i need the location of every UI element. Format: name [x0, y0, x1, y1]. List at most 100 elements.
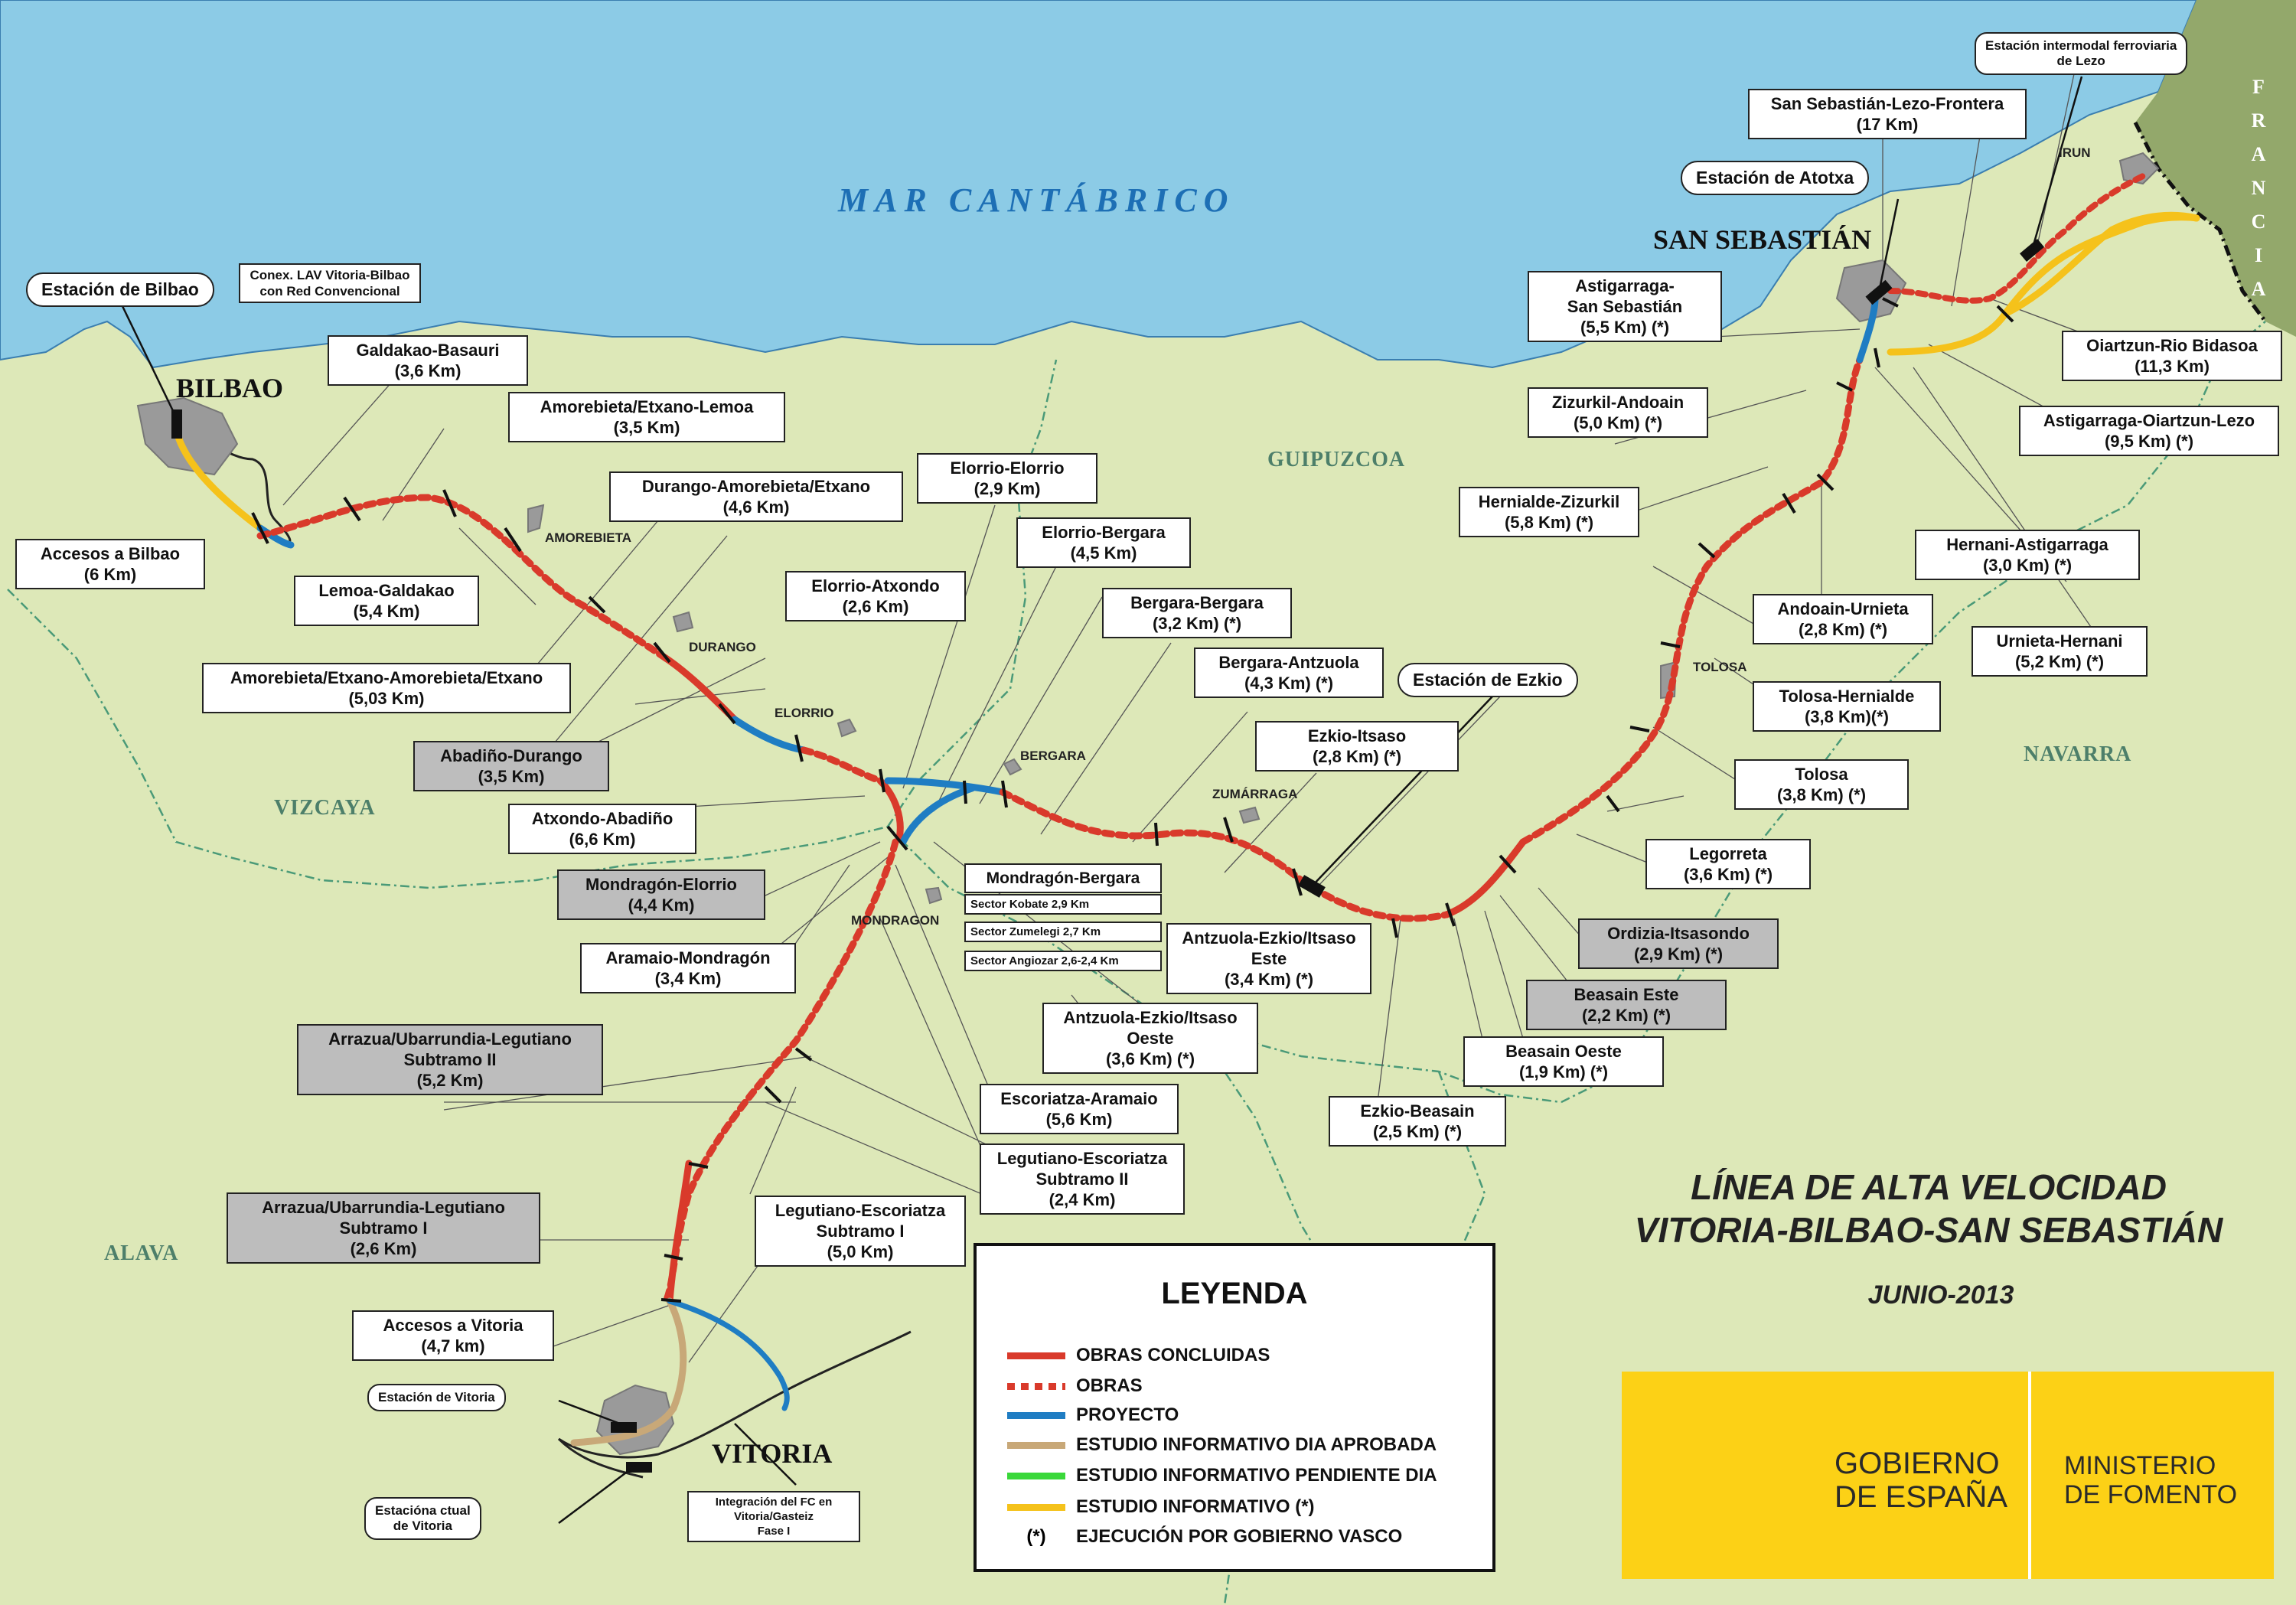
town-elorrio: ELORRIO — [775, 706, 834, 720]
legend-item: ESTUDIO INFORMATIVO PENDIENTE DIA — [1007, 1464, 1437, 1487]
label-sector-kobate: Sector Kobate 2,9 Km — [964, 894, 1162, 915]
label-beasain-este: Beasain Este (2,2 Km) (*) — [1526, 980, 1727, 1030]
label-astigarraga-oiartzun: Astigarraga-Oiartzun-Lezo (9,5 Km) (*) — [2019, 406, 2279, 456]
station-vitoria-actual: Estacióna ctual de Vitoria — [364, 1497, 481, 1540]
town-durango: DURANGO — [689, 640, 756, 654]
government-logo: GOBIERNO DE ESPAÑA MINISTERIO DE FOMENTO — [1622, 1372, 2274, 1579]
legend-label: EJECUCIÓN POR GOBIERNO VASCO — [1076, 1526, 1403, 1547]
label-sector-zumelegi: Sector Zumelegi 2,7 Km — [964, 922, 1162, 942]
route-ss-obras — [1887, 173, 2146, 304]
route-obras-2 — [800, 746, 884, 785]
label-zizurkil-andoain: Zizurkil-Andoain (5,0 Km) (*) — [1528, 387, 1708, 438]
route-proyecto-2 — [884, 777, 1006, 796]
legend-item: OBRAS CONCLUIDAS — [1007, 1344, 1270, 1367]
legend-title: LEYENDA — [1161, 1277, 1308, 1310]
label-legutiano-escoriatza-ii: Legutiano-Escoriatza Subtramo II (2,4 Km… — [980, 1143, 1185, 1215]
legend-label: ESTUDIO INFORMATIVO PENDIENTE DIA — [1076, 1465, 1437, 1486]
label-tolosa-hernialde: Tolosa-Hernialde (3,8 Km)(*) — [1753, 681, 1941, 732]
legend-item: (*) EJECUCIÓN POR GOBIERNO VASCO — [1007, 1525, 1402, 1548]
station-bilbao: Estación de Bilbao — [26, 272, 214, 307]
route-concluidas-2 — [876, 777, 904, 842]
city-bilbao: BILBAO — [176, 373, 284, 403]
legend-swatch — [1007, 1503, 1065, 1511]
route-obras-1 — [256, 494, 670, 662]
route-concluidas-3 — [1443, 838, 1527, 918]
border-france — [2133, 121, 2267, 323]
label-arrazua-ii: Arrazua/Ubarrundia-Legutiano Subtramo II… — [297, 1024, 603, 1095]
title-date: JUNIO-2013 — [1867, 1280, 2014, 1310]
rail-route — [172, 173, 2200, 1447]
route-ss-yellow-2 — [2001, 211, 2200, 318]
legend-item: ESTUDIO INFORMATIVO (*) — [1007, 1496, 1315, 1519]
legend-label: ESTUDIO INFORMATIVO (*) — [1076, 1496, 1315, 1517]
station-vitoria: Estación de Vitoria — [367, 1384, 506, 1411]
route-aprobada — [570, 1297, 687, 1447]
label-elorrio-bergara: Elorrio-Bergara (4,5 Km) — [1016, 517, 1191, 568]
region-alava: ALAVA — [104, 1241, 179, 1265]
label-escoriatza-aramaio: Escoriatza-Aramaio (5,6 Km) — [980, 1084, 1179, 1134]
label-urnieta-hernani: Urnieta-Hernani (5,2 Km) (*) — [1971, 626, 2148, 677]
legend-label: OBRAS CONCLUIDAS — [1076, 1345, 1270, 1365]
route-ss-blue — [1856, 295, 1879, 364]
label-astigarraga-ss: Astigarraga- San Sebastián (5,5 Km) (*) — [1528, 271, 1722, 342]
town-irun: IRUN — [2059, 145, 2091, 160]
route-proyecto-1 — [731, 716, 807, 754]
label-integracion: Integración del FC en Vitoria/Gasteiz Fa… — [687, 1491, 860, 1542]
label-antzuola-este: Antzuola-Ezkio/Itsaso Este (3,4 Km) (*) — [1166, 923, 1371, 994]
route-bilbao-yellow — [172, 425, 264, 532]
legend-swatch — [1007, 1441, 1065, 1449]
label-antzuola-oeste: Antzuola-Ezkio/Itsaso Oeste (3,6 Km) (*) — [1042, 1003, 1258, 1074]
town-zumarraga: ZUMÁRRAGA — [1212, 787, 1298, 801]
label-durango-amorebieta: Durango-Amorebieta/Etxano (4,6 Km) — [609, 471, 903, 522]
legend-swatch — [1007, 1472, 1065, 1479]
route-proyecto-vitoria — [667, 1298, 790, 1411]
station-atotxa: Estación de Atotxa — [1681, 161, 1870, 195]
gobierno-text: GOBIERNO DE ESPAÑA — [1835, 1447, 2007, 1514]
legend-item: PROYECTO — [1007, 1404, 1179, 1427]
route-obras-5 — [1519, 356, 1864, 846]
label-aramaio-mondragon: Aramaio-Mondragón (3,4 Km) — [580, 943, 796, 993]
label-mondragon-elorrio: Mondragón-Elorrio (4,4 Km) — [557, 869, 765, 920]
region-navarra: NAVARRA — [2024, 742, 2132, 766]
label-amorebieta-lemoa: Amorebieta/Etxano-Lemoa (3,5 Km) — [508, 392, 785, 442]
legend: LEYENDA OBRAS CONCLUIDAS OBRAS PROYECTO EST… — [974, 1243, 1495, 1572]
region-vizcaya: VIZCAYA — [274, 796, 376, 820]
title-line1: LÍNEA DE ALTA VELOCIDAD — [1691, 1167, 2167, 1207]
station-ezkio: Estación de Ezkio — [1397, 663, 1578, 697]
station-lezo: Estación intermodal ferroviaria de Lezo — [1975, 32, 2188, 75]
legend-swatch — [1007, 1352, 1065, 1359]
route-obras-3 — [999, 788, 1305, 884]
label-amorebieta-amorebieta: Amorebieta/Etxano-Amorebieta/Etxano (5,0… — [202, 663, 571, 713]
legend-item: ESTUDIO INFORMATIVO DIA APROBADA — [1007, 1434, 1437, 1457]
sea-label: MAR CANTÁBRICO — [838, 181, 1235, 219]
logo-separator — [2028, 1372, 2031, 1579]
label-arrazua-i: Arrazua/Ubarrundia-Legutiano Subtramo I … — [227, 1192, 540, 1264]
label-ezkio-beasain: Ezkio-Beasain (2,5 Km) (*) — [1329, 1096, 1506, 1147]
label-hernani-astigarraga: Hernani-Astigarraga (3,0 Km) (*) — [1915, 530, 2140, 580]
label-tolosa: Tolosa (3,8 Km) (*) — [1734, 759, 1909, 810]
legend-swatch — [1007, 1411, 1065, 1419]
label-ezkio-itsaso: Ezkio-Itsaso (2,8 Km) (*) — [1255, 721, 1459, 772]
label-elorrio-elorrio: Elorrio-Elorrio (2,9 Km) — [917, 453, 1097, 504]
station-conexion: Conex. LAV Vitoria-Bilbao con Red Conven… — [239, 263, 421, 303]
label-atxondo-abadino: Atxondo-Abadiño (6,6 Km) — [508, 804, 696, 854]
legend-label: PROYECTO — [1076, 1404, 1179, 1425]
france-area — [2135, 0, 2296, 337]
legend-label: OBRAS — [1076, 1375, 1143, 1396]
label-lemoa-galdakao: Lemoa-Galdakao (5,4 Km) — [294, 576, 479, 626]
label-accesos-bilbao: Accesos a Bilbao (6 Km) — [15, 539, 205, 589]
label-andoain-urnieta: Andoain-Urnieta (2,8 Km) (*) — [1753, 594, 1933, 644]
france-label: F R A N C I A — [2251, 76, 2266, 300]
label-accesos-vitoria: Accesos a Vitoria (4,7 km) — [352, 1310, 554, 1361]
label-oiartzun-bidasoa: Oiartzun-Rio Bidasoa (11,3 Km) — [2062, 331, 2282, 381]
route-concluidas-south — [666, 1160, 693, 1305]
town-amorebieta: AMOREBIETA — [545, 530, 632, 545]
label-galdakao-basauri: Galdakao-Basauri (3,6 Km) — [328, 335, 528, 386]
label-bergara-antzuola: Bergara-Antzuola (4,3 Km) (*) — [1194, 648, 1384, 698]
city-san-sebastian: SAN SEBASTIÁN — [1653, 224, 1872, 255]
ministerio-text: MINISTERIO DE FOMENTO — [2064, 1451, 2238, 1509]
town-tolosa: TOLOSA — [1693, 660, 1747, 674]
legend-swatch: (*) — [1026, 1526, 1046, 1547]
label-legorreta: Legorreta (3,6 Km) (*) — [1645, 839, 1811, 889]
station-pointers — [121, 76, 2083, 1524]
